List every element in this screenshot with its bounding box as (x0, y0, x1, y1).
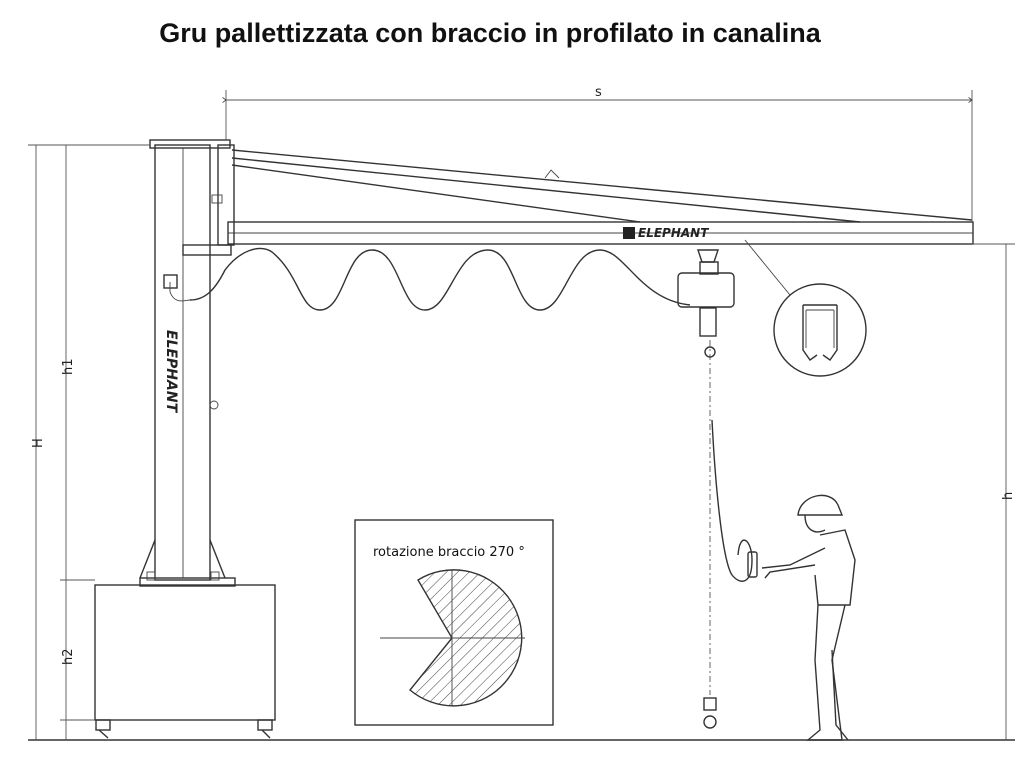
dimension-h2 (60, 580, 95, 740)
profile-detail (744, 239, 867, 377)
rotation-inset (354, 519, 554, 726)
electric-hoist (677, 249, 735, 729)
page-title: Gru pallettizzata con braccio in profila… (159, 18, 821, 48)
rotation-label: rotazione braccio 270 ° (373, 545, 525, 560)
dim-s-label: s (595, 85, 602, 100)
operator-figure (761, 494, 856, 741)
festoon-cable (189, 247, 691, 311)
crane-arm (211, 144, 974, 246)
dimension-s (226, 90, 972, 222)
dim-H-label: H (31, 438, 46, 448)
arm-brand-label: ELEPHANT (638, 226, 709, 240)
column-brand-label: ELEPHANT (163, 330, 179, 414)
column (139, 139, 232, 581)
pallet-base (94, 577, 276, 739)
pendant-cable (711, 419, 753, 582)
dimension-h (972, 243, 1015, 740)
dimension-H (28, 144, 150, 740)
dim-h-label: h (1001, 492, 1016, 500)
arm-brand: ELEPHANT (623, 226, 709, 240)
dim-h1-label: h1 (61, 358, 76, 375)
dim-h2-label: h2 (61, 648, 76, 665)
